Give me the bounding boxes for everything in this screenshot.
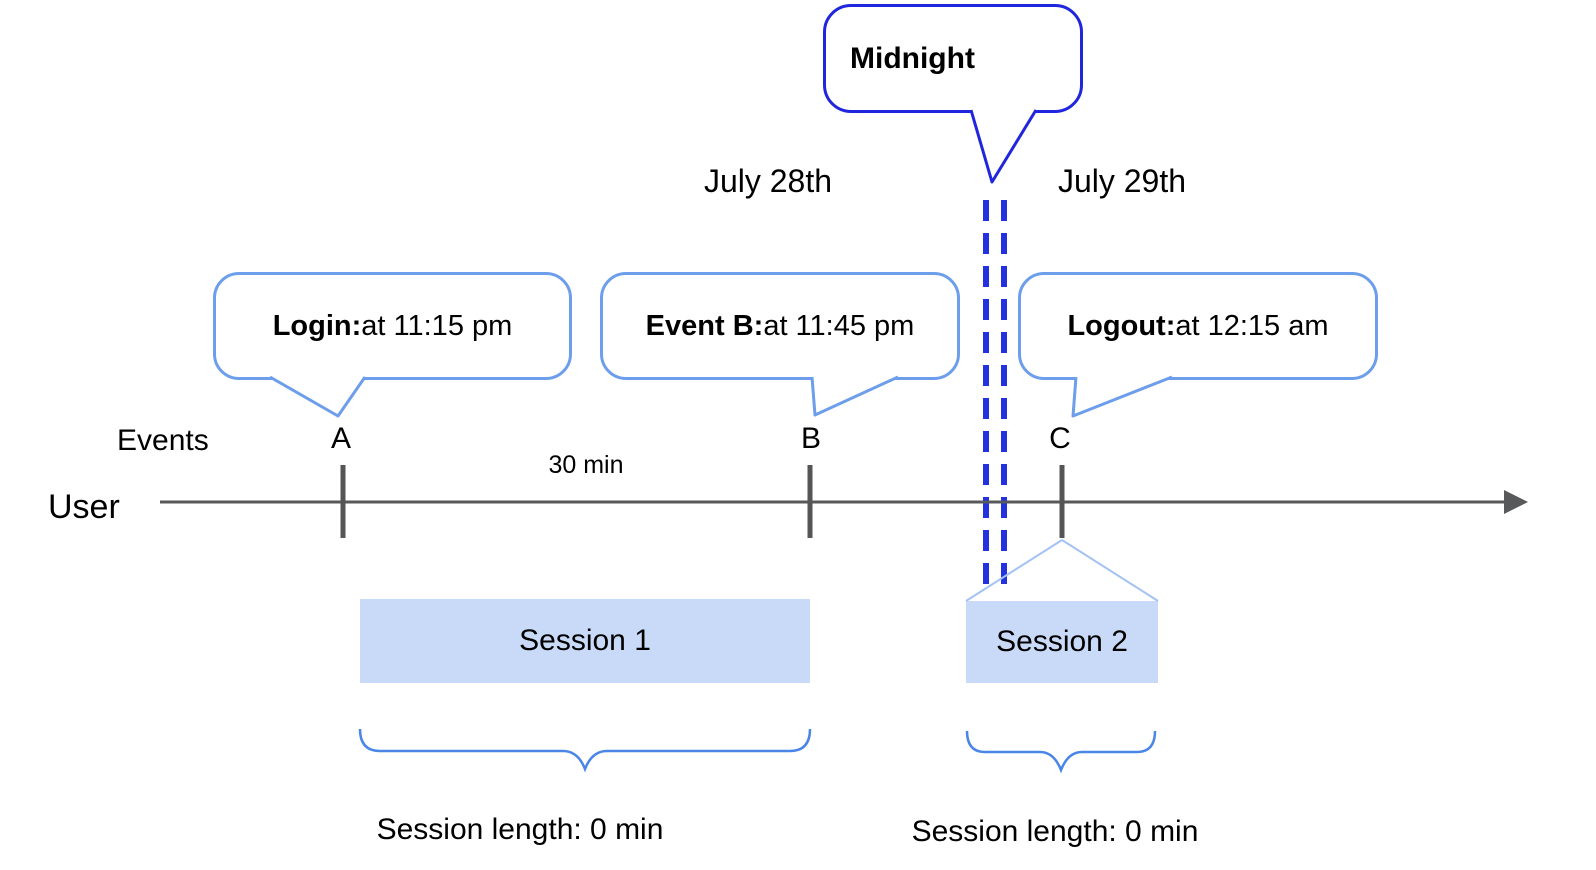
session-1-block: Session 1 — [360, 599, 810, 683]
event-marker-b: B — [800, 422, 821, 455]
events-row-label: Events — [117, 424, 209, 457]
funnel-lines — [965, 539, 1159, 602]
user-row-label: User — [48, 488, 120, 526]
midnight-callout-tail — [969, 109, 1038, 184]
login-callout-title: Login: — [272, 309, 362, 342]
date-label-july-28: July 28th — [703, 163, 833, 199]
event-b-callout-tail — [810, 375, 899, 417]
event-b-callout: Event B: at 11:45 pm — [600, 272, 960, 380]
event-marker-c: C — [1049, 422, 1071, 455]
session-1-length-label: Session length: 0 min — [376, 813, 664, 846]
date-label-july-29: July 29th — [1057, 163, 1187, 199]
session-2-length-label: Session length: 0 min — [911, 815, 1199, 848]
session-2-brace — [965, 730, 1157, 774]
session-1-brace — [358, 728, 812, 773]
event-marker-a: A — [330, 422, 351, 455]
timeline-arrow — [160, 490, 1528, 514]
midnight-divider-dashes — [983, 200, 1007, 584]
logout-callout-tail — [1071, 375, 1173, 418]
session-1-label: Session 1 — [519, 624, 651, 657]
midnight-callout: Midnight — [823, 4, 1083, 113]
interval-label-30min: 30 min — [548, 451, 624, 479]
login-callout-tail — [269, 375, 367, 418]
midnight-callout-label: Midnight — [850, 41, 975, 75]
event-b-callout-title: Event B: — [645, 309, 764, 342]
session-2-block: Session 2 — [966, 601, 1158, 683]
event-b-callout-time: at 11:45 pm — [763, 309, 915, 342]
logout-callout: Logout: at 12:15 am — [1018, 272, 1378, 380]
logout-callout-time: at 12:15 am — [1175, 309, 1329, 342]
login-callout: Login: at 11:15 pm — [213, 272, 572, 380]
session-2-label: Session 2 — [996, 625, 1128, 658]
logout-callout-title: Logout: — [1067, 309, 1176, 342]
login-callout-time: at 11:15 pm — [361, 309, 513, 342]
